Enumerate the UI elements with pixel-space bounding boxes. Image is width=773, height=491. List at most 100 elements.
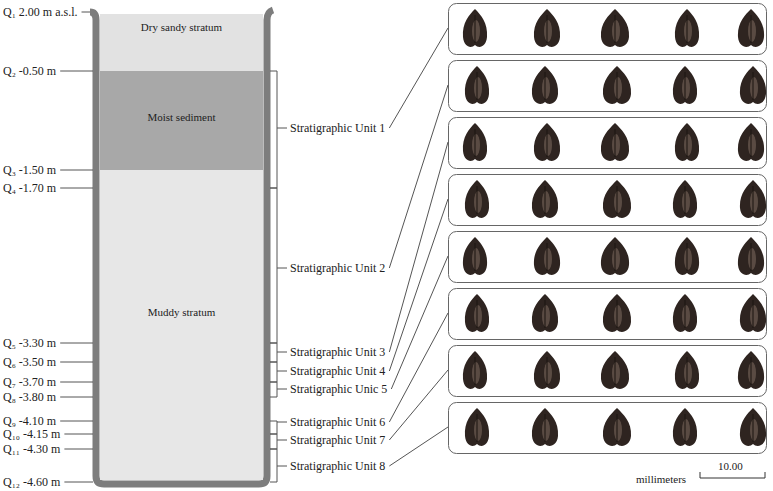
- seed-furrow: [545, 72, 546, 100]
- bracket-tick: [277, 440, 287, 441]
- leader-line: [389, 199, 448, 371]
- seed-highlight: [612, 248, 620, 270]
- seed-furrow: [475, 15, 476, 43]
- seed-highlight: [682, 191, 690, 213]
- seed: [740, 408, 766, 446]
- seed-furrow: [477, 72, 478, 100]
- seed-furrow: [475, 129, 476, 157]
- seed-highlight: [542, 77, 550, 99]
- depth-label: Q₁₂ -4.60 m: [3, 474, 60, 490]
- seed: [601, 237, 629, 275]
- seed: [463, 9, 487, 47]
- seed: [534, 237, 560, 275]
- seed-highlight: [474, 191, 482, 213]
- bracket-tick: [277, 128, 287, 129]
- seed-highlight: [612, 20, 620, 42]
- seed-highlight: [544, 248, 552, 270]
- depth-tick: [60, 71, 93, 72]
- seed-highlight: [472, 362, 480, 384]
- depth-tick: [60, 343, 93, 344]
- seed-highlight: [544, 20, 552, 42]
- seed: [463, 123, 487, 161]
- seed-highlight: [614, 191, 622, 213]
- depth-label: Q₁ 2.00 m a.s.l.: [3, 4, 78, 20]
- seed: [465, 180, 489, 218]
- depth-tick: [60, 397, 93, 398]
- seed-highlight: [614, 305, 622, 327]
- seed-highlight: [684, 248, 692, 270]
- seed: [603, 66, 631, 104]
- seed-highlight: [750, 77, 758, 99]
- seed: [601, 123, 629, 161]
- seed: [601, 9, 629, 47]
- seed-furrow: [545, 414, 546, 442]
- seed-furrow: [615, 243, 616, 271]
- seed: [738, 123, 764, 161]
- leader-line: [389, 85, 448, 268]
- seed-furrow: [751, 243, 752, 271]
- seed-furrow: [547, 243, 548, 271]
- seed-furrow: [477, 414, 478, 442]
- bracket-tick: [277, 352, 287, 353]
- seed-highlight: [472, 20, 480, 42]
- seed: [673, 408, 697, 446]
- depth-label: Q₁₀ -4.15 m: [3, 426, 60, 442]
- seed-panel: [449, 118, 767, 169]
- seed: [534, 351, 560, 389]
- seed-panel: [449, 61, 767, 112]
- seed-highlight: [750, 191, 758, 213]
- seed-highlight: [682, 305, 690, 327]
- seed-highlight: [542, 191, 550, 213]
- stratum-band: Moist sediment: [100, 71, 263, 170]
- depth-label: Q₃ -1.50 m: [3, 162, 56, 178]
- seed-highlight: [614, 419, 622, 441]
- seed-highlight: [750, 419, 758, 441]
- seed: [463, 237, 487, 275]
- seed-furrow: [751, 15, 752, 43]
- depth-label: Q₈ -3.80 m: [3, 389, 56, 405]
- seed: [675, 123, 699, 161]
- seed-furrow: [547, 357, 548, 385]
- seed-highlight: [748, 362, 756, 384]
- depth-tick: [64, 482, 93, 483]
- stratum-band: Muddy stratum: [100, 170, 263, 480]
- seed-highlight: [684, 362, 692, 384]
- seed-highlight: [748, 134, 756, 156]
- seed-furrow: [547, 15, 548, 43]
- seed-highlight: [748, 20, 756, 42]
- seed: [738, 351, 764, 389]
- seed: [673, 180, 697, 218]
- seed-highlight: [544, 134, 552, 156]
- seed: [601, 351, 629, 389]
- stratum-name: Moist sediment: [100, 110, 263, 124]
- depth-tick: [64, 434, 93, 435]
- seed-furrow: [617, 414, 618, 442]
- seed-highlight: [684, 20, 692, 42]
- seed-highlight: [682, 77, 690, 99]
- leader-line: [389, 427, 448, 466]
- seed-highlight: [612, 362, 620, 384]
- depth-tick: [60, 170, 93, 171]
- seed: [675, 237, 699, 275]
- stratum-name: Dry sandy stratum: [100, 20, 263, 34]
- seed: [740, 66, 766, 104]
- seed-panel: [449, 346, 767, 397]
- depth-label: Q₁₁ -4.30 m: [3, 441, 60, 457]
- seed-furrow: [615, 15, 616, 43]
- seed-highlight: [474, 419, 482, 441]
- seed-highlight: [474, 77, 482, 99]
- seed-highlight: [544, 362, 552, 384]
- depth-tick: [64, 449, 93, 450]
- seed-panel: [449, 232, 767, 283]
- leader-line: [389, 370, 448, 440]
- bracket-tick: [277, 466, 287, 467]
- seed-furrow: [475, 357, 476, 385]
- seed-highlight: [614, 77, 622, 99]
- seed-furrow: [615, 129, 616, 157]
- scale-unit: millimeters: [636, 471, 686, 487]
- seed-furrow: [617, 186, 618, 214]
- bracket-tick: [277, 422, 287, 423]
- seed-furrow: [615, 357, 616, 385]
- seed-highlight: [542, 419, 550, 441]
- seed-furrow: [687, 357, 688, 385]
